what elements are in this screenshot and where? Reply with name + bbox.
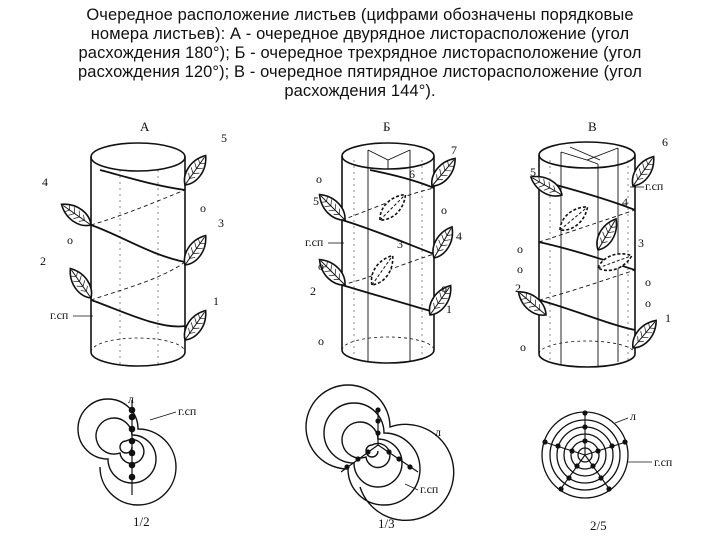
figure-c-diagram-leaf-label: л [630, 409, 636, 423]
figure-a-diagram-spiral-label: г.сп [178, 404, 197, 418]
figure-c-leaf-5: 5 [530, 165, 536, 179]
caption-line-5: расхождения 144°). [284, 82, 436, 100]
figure-c-leaf-1: 1 [665, 311, 671, 325]
figure-b-fraction: 1/3 [378, 516, 395, 531]
figure-a-leaves [56, 150, 213, 345]
figure-a-leaf-2: 2 [40, 254, 46, 268]
figure-a-cylinder [90, 142, 186, 367]
figure-a-spiral-label: г.сп [50, 308, 69, 322]
figure-a-spiral [90, 169, 186, 328]
figure-b-leaf-1: 1 [446, 302, 452, 316]
figure-a-diagram-leaf-label: л [128, 392, 134, 406]
figure-b: Б 1 2 [305, 119, 462, 531]
figure-c-leaf-4: 4 [622, 195, 628, 209]
figure-b-cylinder [341, 142, 435, 364]
figure-c-leaf-2: 2 [515, 281, 521, 295]
figure-b-leaf-5: 5 [313, 194, 319, 208]
figure-b-title: Б [383, 119, 390, 134]
caption-line-1: Очередное расположение листьев (цифрами … [86, 6, 634, 24]
figure-c-cylinder [538, 141, 636, 368]
figure-c-title: В [588, 119, 597, 134]
figure-c-diagram [541, 410, 652, 499]
figure-c-leaves [513, 151, 663, 354]
figure-a-leaf-5: 5 [221, 131, 227, 145]
figure-b-node-mark-4: о [441, 281, 447, 295]
figure-a-leaf-1: 1 [213, 294, 219, 308]
figure-b-diagram-spiral-label: г.сп [420, 482, 439, 496]
figure-c-leaf-3: 3 [638, 236, 644, 250]
figure-a-node-mark-2: о [67, 233, 73, 247]
figure-c-node-mark-4: о [645, 296, 651, 310]
figure-c-node-mark-1: о [517, 242, 523, 256]
figure-c-leaf-6: 6 [662, 135, 668, 149]
figure-b-leaf-2: 2 [310, 284, 316, 298]
figure-c-fraction: 2/5 [590, 518, 607, 533]
caption-line-3: расхождения 180°); Б - очередное трехряд… [78, 44, 642, 62]
figure-a: А 1 2 3 4 5 о о г.с [40, 119, 227, 529]
figure-b-leaf-6: 6 [409, 167, 415, 181]
figure-a-diagram [77, 398, 177, 506]
figure-b-spiral-label: г.сп [305, 235, 324, 249]
figure-c-node-mark-5: о [520, 340, 526, 354]
figure-a-fraction: 1/2 [133, 514, 150, 529]
figure-c-node-mark-3: о [645, 275, 651, 289]
figure-a-node-mark-1: о [200, 201, 206, 215]
figure-b-node-mark-3: о [318, 259, 324, 273]
figure-a-leaf-3: 3 [218, 216, 224, 230]
figure-b-leaf-3: 3 [397, 237, 403, 251]
figure-c-spiral [538, 181, 636, 331]
figure-b-node-mark-5: о [318, 334, 324, 348]
figure-c-diagram-spiral-label: г.сп [654, 455, 673, 469]
figure-b-leaf-7: 7 [451, 143, 457, 157]
figure-b-diagram-leaf-label: л [435, 425, 441, 439]
figure-b-node-mark-1: о [316, 172, 322, 186]
caption-line-2: номера листьев): А - очередное двурядное… [90, 25, 630, 43]
figure-c-node-mark-2: о [517, 262, 523, 276]
figure-b-node-mark-2: о [441, 203, 447, 217]
figure-caption: Очередное расположение листьев (цифрами … [16, 6, 704, 101]
figure-a-leaf-4: 4 [42, 175, 48, 189]
figure-c-spiral-label: г.сп [645, 179, 664, 193]
figure-b-leaf-4: 4 [456, 229, 462, 243]
figure-a-title: А [140, 119, 150, 134]
figure-c: В 1 [513, 119, 673, 533]
figure-b-spiral [341, 169, 435, 313]
caption-line-4: расхождения 120°); В - очередное пятиряд… [78, 63, 642, 81]
figure-b-diagram [305, 384, 455, 522]
